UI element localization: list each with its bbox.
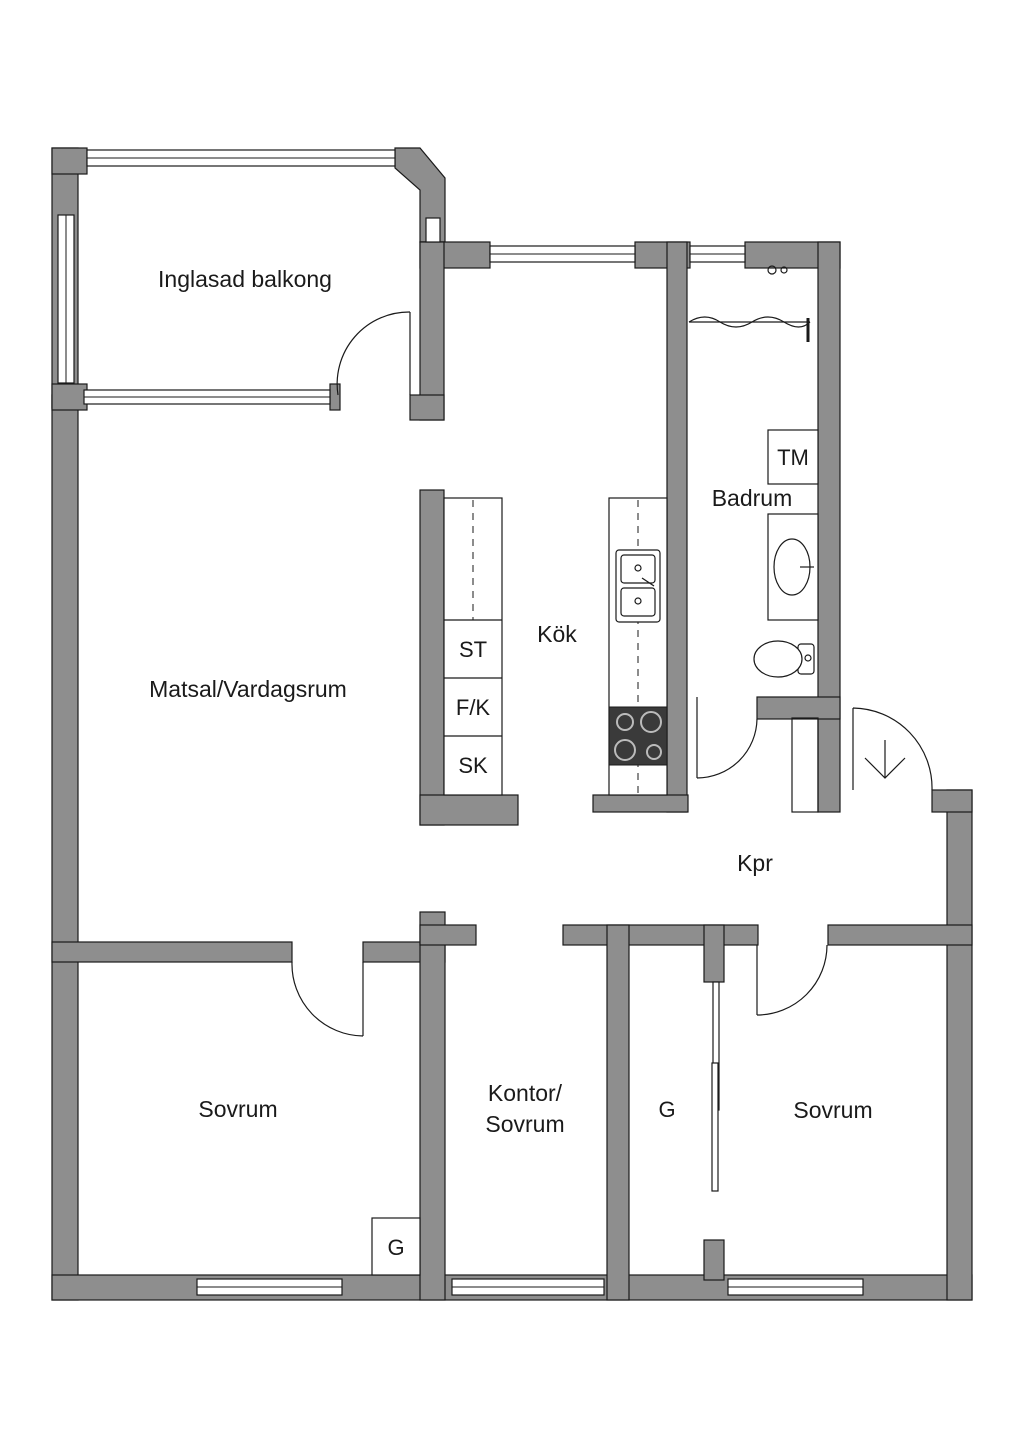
office-wardrobe-wall <box>606 924 630 1301</box>
door-bathroom <box>696 697 758 779</box>
east-wall <box>946 789 973 1301</box>
label-bathroom: Badrum <box>712 485 793 511</box>
east-wall-cap <box>931 789 973 813</box>
entrance-arrow-icon <box>864 740 906 779</box>
kitchen-fixtures <box>443 497 668 796</box>
bedroom-right-north-wall <box>827 924 973 946</box>
office-north-stub <box>419 924 477 946</box>
labels: Inglasad balkong Matsal/Vardagsrum Kök B… <box>149 266 872 1260</box>
counter-left <box>443 497 503 796</box>
wardrobe-divider-bottom <box>703 1239 725 1281</box>
wardrobe-divider-top <box>703 924 725 983</box>
kitchen-bath-wall <box>666 241 688 813</box>
label-wardrobe-left: G <box>387 1235 404 1260</box>
door-entrance <box>852 707 933 791</box>
wardrobe-left-box <box>371 1217 421 1276</box>
door-bedroom-right <box>756 944 828 1016</box>
washer-box <box>767 429 819 485</box>
balcony-partition-stub <box>329 383 341 411</box>
door-bedroom-left <box>291 961 364 1037</box>
partition-foot-left <box>419 794 519 826</box>
bath-south-wall <box>756 696 841 720</box>
bathroom-fixtures <box>688 265 819 678</box>
label-wardrobe-right: G <box>658 1097 675 1122</box>
label-office-line2: Sovrum <box>485 1111 564 1137</box>
living-kitchen-partition <box>419 489 445 826</box>
label-bedroom-right: Sovrum <box>793 1097 872 1123</box>
hall-closet <box>791 717 819 813</box>
label-office-line1: Kontor/ <box>488 1080 563 1106</box>
bedroom-office-wall <box>419 911 446 1301</box>
label-washer: TM <box>777 445 809 470</box>
label-hall: Kpr <box>737 850 773 876</box>
door-balcony <box>336 311 411 396</box>
balcony-kitchen-wall <box>419 241 445 421</box>
label-kitchen: Kök <box>537 621 577 647</box>
label-balcony: Inglasad balkong <box>158 266 332 292</box>
bedroom-left-north-wall <box>51 941 293 963</box>
window-balcony-east <box>425 217 441 243</box>
sliding-door-2 <box>711 1062 719 1192</box>
office-north-wall <box>562 924 759 946</box>
balcony-north-wall-corner <box>51 147 88 175</box>
balcony-partition-west <box>51 383 88 411</box>
label-living: Matsal/Vardagsrum <box>149 676 347 702</box>
label-fridge-freezer: F/K <box>456 695 491 720</box>
label-bedroom-left: Sovrum <box>198 1096 277 1122</box>
doors <box>291 311 933 1192</box>
west-wall <box>51 394 79 1301</box>
toilet-icon <box>753 640 803 678</box>
balcony-kitchen-wall-foot <box>409 394 445 421</box>
bath-east-wall <box>817 241 841 813</box>
shower-head-icon <box>767 265 777 275</box>
windows <box>57 149 864 1296</box>
label-stove-unit: ST <box>459 637 487 662</box>
partition-foot-right <box>592 794 689 813</box>
label-cabinet: SK <box>458 753 488 778</box>
